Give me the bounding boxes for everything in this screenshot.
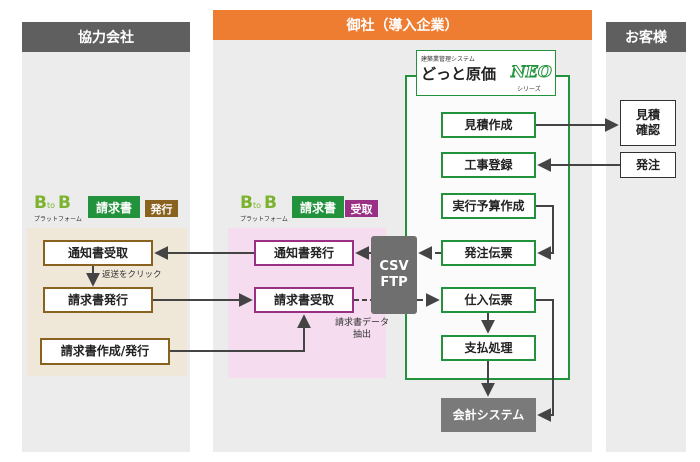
csv-label: CSV: [379, 259, 409, 275]
customer-column: [606, 22, 686, 452]
btob-logo-partner: B to B プラットフォーム: [34, 193, 90, 223]
partner-issue-tag: 発行: [145, 200, 178, 217]
payment-node: 支払処理: [441, 335, 536, 361]
ftp-label: FTP: [380, 275, 408, 290]
order-slip-node: 発注伝票: [441, 240, 536, 266]
partner-header: 協力会社: [22, 22, 190, 52]
invoice-issue-node: 請求書発行: [43, 287, 153, 313]
estimate-confirm-node: 見積 確認: [620, 100, 676, 146]
btob-to: to: [47, 201, 56, 210]
reply-click-note: 返送をクリック: [102, 270, 162, 280]
invoice-receive-node: 請求書受取: [254, 287, 354, 313]
btob-b2: B: [58, 193, 71, 213]
customer-header: お客様: [606, 22, 686, 52]
purchase-slip-node: 仕入伝票: [441, 287, 536, 313]
ours-receive-tag: 受取: [345, 200, 378, 217]
partner-invoice-label: 請求書: [88, 196, 140, 218]
dotto-genka-neo-logo: 建築業管理システム どっと原価 NEO シリーズ: [416, 50, 556, 96]
arrow-purchase-to-accounting: [536, 299, 554, 422]
btob-b2: B: [264, 193, 277, 213]
btob-to: to: [253, 201, 262, 210]
logo-caption: 建築業管理システム: [421, 56, 475, 63]
csv-ftp-box: CSV FTP: [371, 236, 417, 314]
notice-receive-node: 通知書受取: [43, 240, 153, 266]
accounting-system-node: 会計システム: [441, 398, 536, 432]
notice-issue-node: 通知書発行: [254, 240, 354, 266]
btob-platform: プラットフォーム: [34, 216, 82, 223]
ours-invoice-label: 請求書: [292, 196, 344, 218]
btob-logo-ours: B to B プラットフォーム: [240, 193, 296, 223]
invoice-create-node: 請求書作成/発行: [40, 338, 170, 365]
arrow-invoice-create-to-receive: [170, 314, 311, 352]
btob-b1: B: [34, 193, 47, 213]
btob-platform: プラットフォーム: [240, 216, 288, 223]
logo-main: どっと原価: [421, 65, 497, 83]
estimate-node: 見積作成: [441, 112, 536, 138]
btob-b1: B: [240, 193, 253, 213]
arrow-budget-to-order-slip: [536, 205, 554, 260]
registration-node: 工事登録: [441, 152, 536, 178]
logo-sub: シリーズ: [517, 86, 541, 93]
ours-header: 御社（導入企業）: [213, 10, 592, 40]
extract-label: 請求書データ 抽出: [334, 318, 389, 340]
budget-node: 実行予算作成: [441, 193, 536, 219]
order-node: 発注: [620, 152, 676, 178]
logo-brand: NEO: [511, 62, 553, 82]
